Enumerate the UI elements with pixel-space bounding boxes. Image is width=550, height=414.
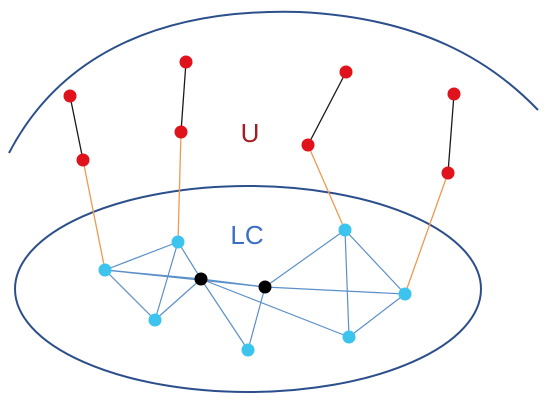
lower-region-label: LC — [230, 220, 263, 250]
upper-node-u4b — [441, 166, 455, 180]
cross-edge-u3b-l5 — [307, 144, 346, 231]
upper-node-u1a — [63, 89, 77, 103]
upper-node-u1b — [76, 153, 90, 167]
lower-node-l4 — [241, 343, 255, 357]
lower-edge-l1-l2 — [104, 241, 179, 271]
cross-edge-u1b-l1 — [82, 159, 106, 271]
lower-edge-h1-l4 — [200, 278, 249, 351]
lower-node-l3 — [148, 313, 162, 327]
lower-region-ellipse — [14, 185, 482, 393]
lower-edge-l2-l3 — [154, 241, 179, 321]
upper-node-u2a — [179, 55, 193, 69]
graph-edges — [69, 61, 455, 351]
cross-edge-u4b-l6 — [404, 172, 449, 295]
lower-edge-l7-l6 — [348, 293, 406, 338]
upper-region-label: U — [241, 118, 260, 148]
lower-edge-h2-l6 — [264, 286, 406, 295]
lower-edge-l3-h1 — [154, 278, 202, 321]
lower-node-l7 — [342, 330, 356, 344]
upper-node-u2b — [174, 125, 188, 139]
lower-edge-l5-l7 — [344, 229, 350, 338]
lower-edge-h2-l5 — [264, 229, 346, 288]
hub-node-h2 — [258, 280, 272, 294]
upper-edge-u2a-u2b — [180, 61, 187, 133]
lower-node-l2 — [171, 235, 185, 249]
upper-edge-u3a-u3b — [307, 71, 347, 146]
hub-node-h1 — [194, 272, 208, 286]
lower-node-l1 — [98, 263, 112, 277]
upper-region-boundary — [8, 10, 539, 154]
lower-edge-l2-h1 — [177, 241, 202, 280]
lower-edge-l5-l6 — [344, 229, 406, 295]
upper-node-u4a — [447, 87, 461, 101]
graph-nodes — [63, 55, 461, 357]
lower-node-l5 — [338, 223, 352, 237]
cross-edge-u2b-l2 — [177, 131, 182, 243]
lower-edge-l1-l3 — [104, 269, 156, 321]
lower-edge-h2-l4 — [247, 286, 266, 351]
upper-node-u3b — [301, 138, 315, 152]
lower-edge-h1-h2 — [200, 278, 266, 288]
lower-edge-h1-l7 — [200, 278, 350, 338]
upper-edge-u4a-u4b — [447, 93, 455, 174]
upper-edge-u1a-u1b — [69, 95, 84, 161]
lower-node-l6 — [398, 287, 412, 301]
upper-node-u3a — [339, 65, 353, 79]
